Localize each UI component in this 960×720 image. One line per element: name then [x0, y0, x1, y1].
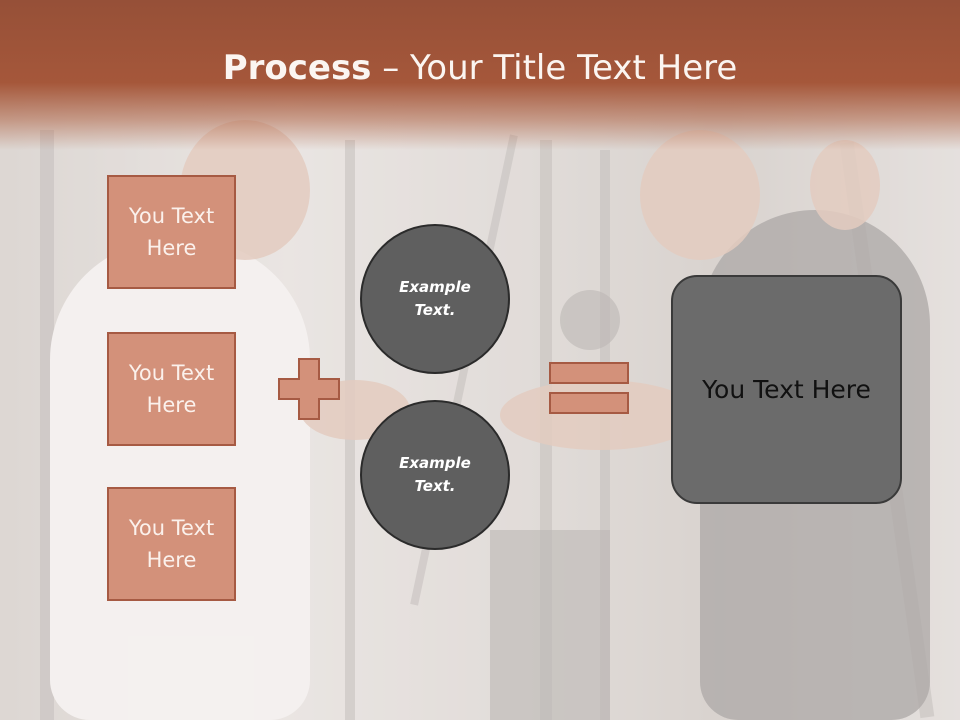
text-box-label: You Text Here: [128, 516, 215, 572]
circle-label: Example Text.: [399, 454, 471, 495]
result-box[interactable]: You Text Here: [671, 275, 902, 504]
circle-label: Example Text.: [399, 278, 471, 319]
text-box-3[interactable]: You Text Here: [107, 487, 236, 601]
slide-title[interactable]: Process – Your Title Text Here: [0, 48, 960, 88]
equals-icon: [549, 362, 629, 414]
example-circle-2[interactable]: Example Text.: [360, 400, 510, 550]
result-label: You Text Here: [702, 375, 871, 404]
plus-icon: [278, 358, 340, 420]
text-box-2[interactable]: You Text Here: [107, 332, 236, 446]
title-bar: [0, 0, 960, 150]
text-box-label: You Text Here: [128, 361, 215, 417]
title-bold: Process: [222, 48, 372, 88]
text-box-label: You Text Here: [128, 204, 215, 260]
text-box-1[interactable]: You Text Here: [107, 175, 236, 289]
example-circle-1[interactable]: Example Text.: [360, 224, 510, 374]
title-rest: – Your Title Text Here: [371, 48, 738, 88]
